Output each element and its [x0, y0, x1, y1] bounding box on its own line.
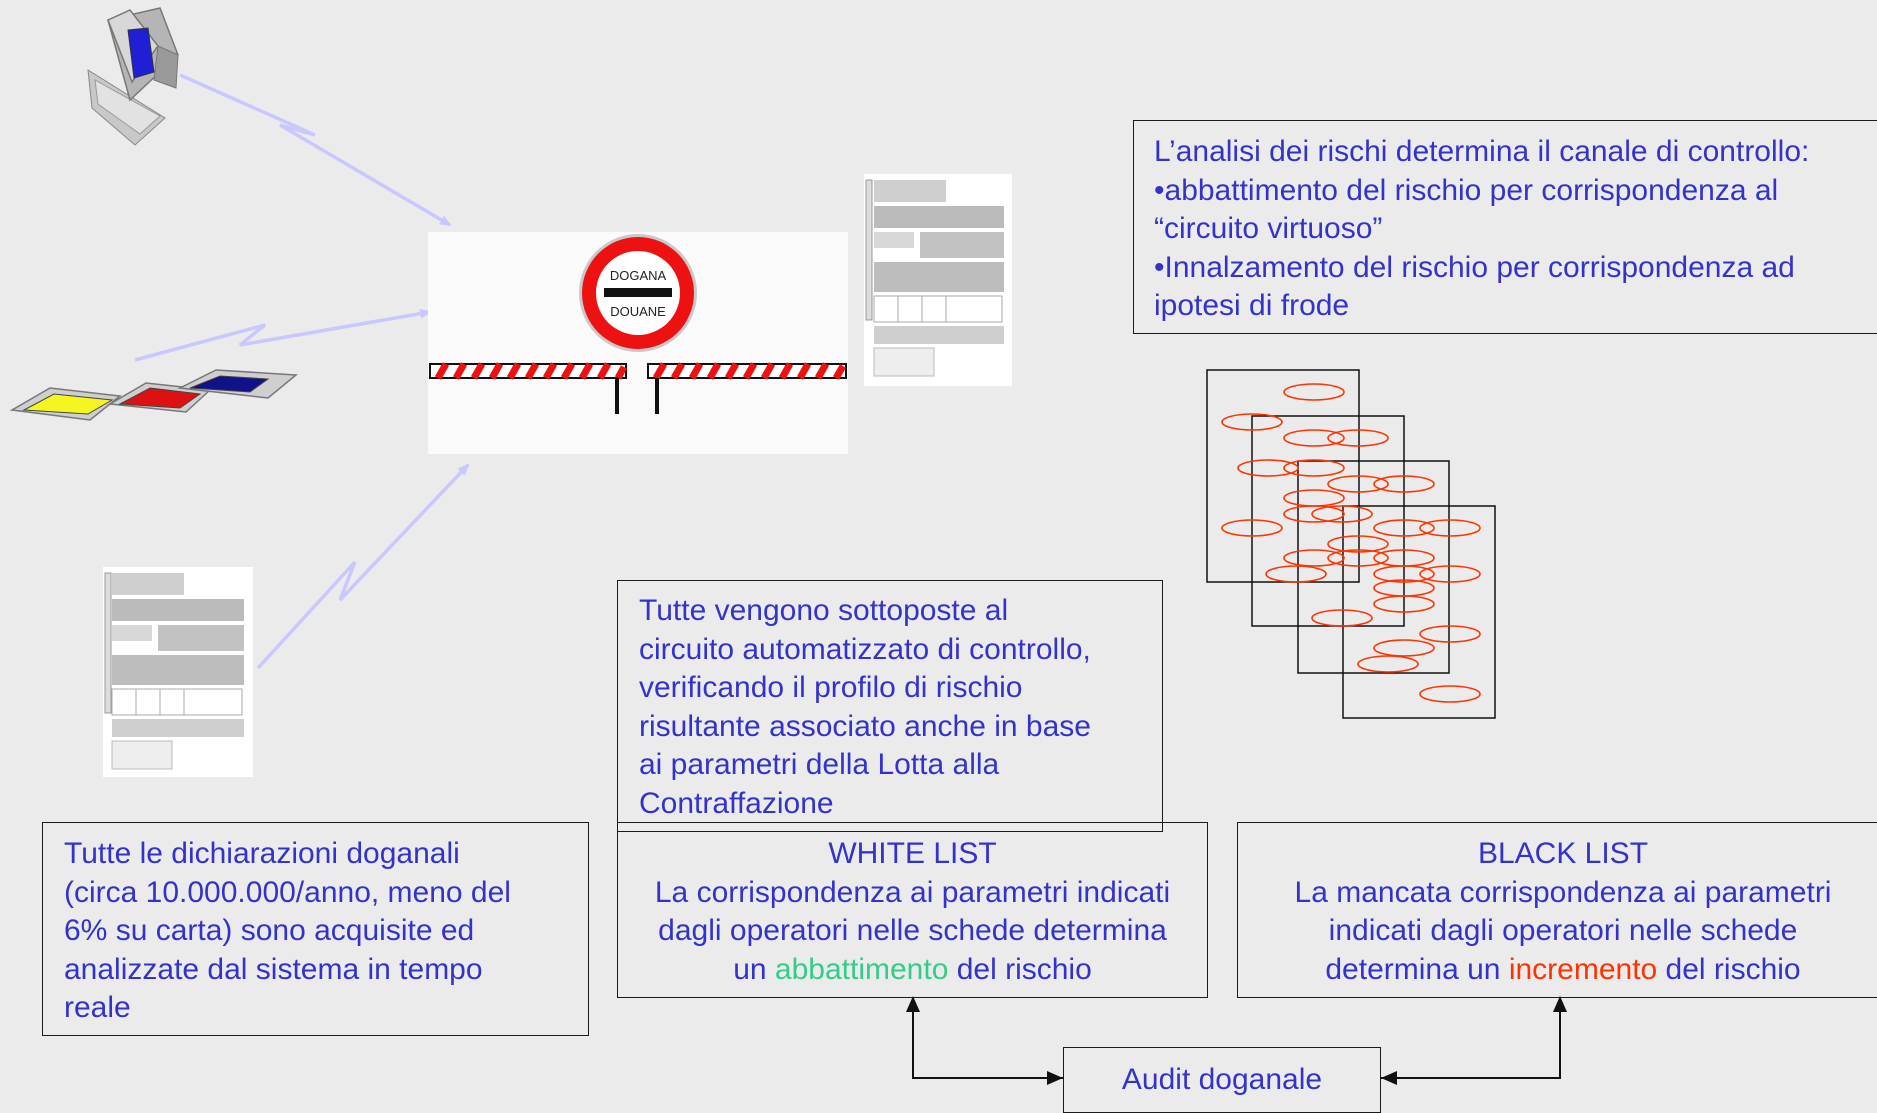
declarations-line: Tutte le dichiarazioni doganali: [64, 837, 460, 870]
white-list-line: dagli operatori nelle schede determina: [658, 914, 1167, 947]
automated-control-box: Tutte vengono sottoposte al circuito aut…: [617, 580, 1163, 832]
automated-control-line: Tutte vengono sottoposte al: [639, 594, 1009, 627]
automated-control-line: risultante associato anche in base: [639, 709, 1091, 743]
declarations-line: reale: [64, 991, 131, 1024]
risk-analysis-line: ipotesi di frode: [1154, 289, 1350, 322]
white-list-text: un: [733, 952, 775, 986]
svg-text:DOUANE: DOUANE: [610, 304, 666, 319]
black-list-line: La mancata corrispondenza ai parametri: [1294, 875, 1832, 909]
risk-analysis-box: L’analisi dei rischi determina il canale…: [1133, 120, 1877, 334]
automated-control-line: ai parametri della Lotta alla: [639, 748, 1000, 781]
risk-analysis-line: “circuito virtuoso”: [1154, 212, 1383, 245]
white-list-line: La corrispondenza ai parametri indicati: [654, 875, 1171, 909]
white-list-text: del rischio: [948, 952, 1092, 986]
risk-analysis-line: •abbattimento del rischio per corrispond…: [1154, 173, 1779, 207]
audit-label: Audit doganale: [1121, 1063, 1323, 1096]
risk-analysis-line: •Innalzamento del rischio per corrispond…: [1154, 250, 1795, 284]
black-list-text: determina un: [1325, 952, 1509, 986]
declarations-line: (circa 10.000.000/anno, meno del: [64, 875, 511, 909]
audit-box: Audit doganale: [1063, 1047, 1381, 1113]
svg-text:DOGANA: DOGANA: [610, 268, 667, 283]
white-list-title: WHITE LIST: [828, 837, 997, 870]
automated-control-line: verificando il profilo di rischio: [639, 671, 1023, 704]
automated-control-line: circuito automatizzato di controllo,: [639, 632, 1091, 666]
declarations-line: analizzate dal sistema in tempo: [64, 952, 483, 986]
automated-control-line: Contraffazione: [639, 786, 834, 820]
black-list-highlight: incremento: [1508, 952, 1658, 986]
risk-sheets-icon: [1206, 369, 1496, 719]
black-list-box: BLACK LIST La mancata corrispondenza ai …: [1237, 822, 1877, 998]
audit-connectors: [906, 996, 1567, 1085]
white-list-line: un abbattimento del rischio: [618, 951, 1207, 990]
lightning-arrows: [134, 73, 470, 670]
white-list-box: WHITE LIST La corrispondenza ai parametr…: [617, 822, 1208, 998]
risk-analysis-line: L’analisi dei rischi determina il canale…: [1154, 135, 1810, 168]
black-list-line: determina un incremento del rischio: [1238, 951, 1877, 990]
declarations-box: Tutte le dichiarazioni doganali (circa 1…: [42, 822, 589, 1036]
paper-form-icon: [103, 567, 253, 777]
black-list-text: del rischio: [1657, 952, 1801, 986]
computer-icon: [87, 7, 179, 146]
black-list-title: BLACK LIST: [1477, 837, 1649, 870]
declarations-line: 6% su carta) sono acquisite ed: [64, 914, 475, 947]
paper-form-icon: [864, 174, 1012, 386]
diskettes-icon: [9, 369, 298, 421]
black-list-line: indicati dagli operatori nelle schede: [1328, 914, 1798, 947]
white-list-highlight: abbattimento: [774, 952, 949, 986]
customs-barrier-icon: DOGANA DOUANE: [428, 232, 848, 454]
